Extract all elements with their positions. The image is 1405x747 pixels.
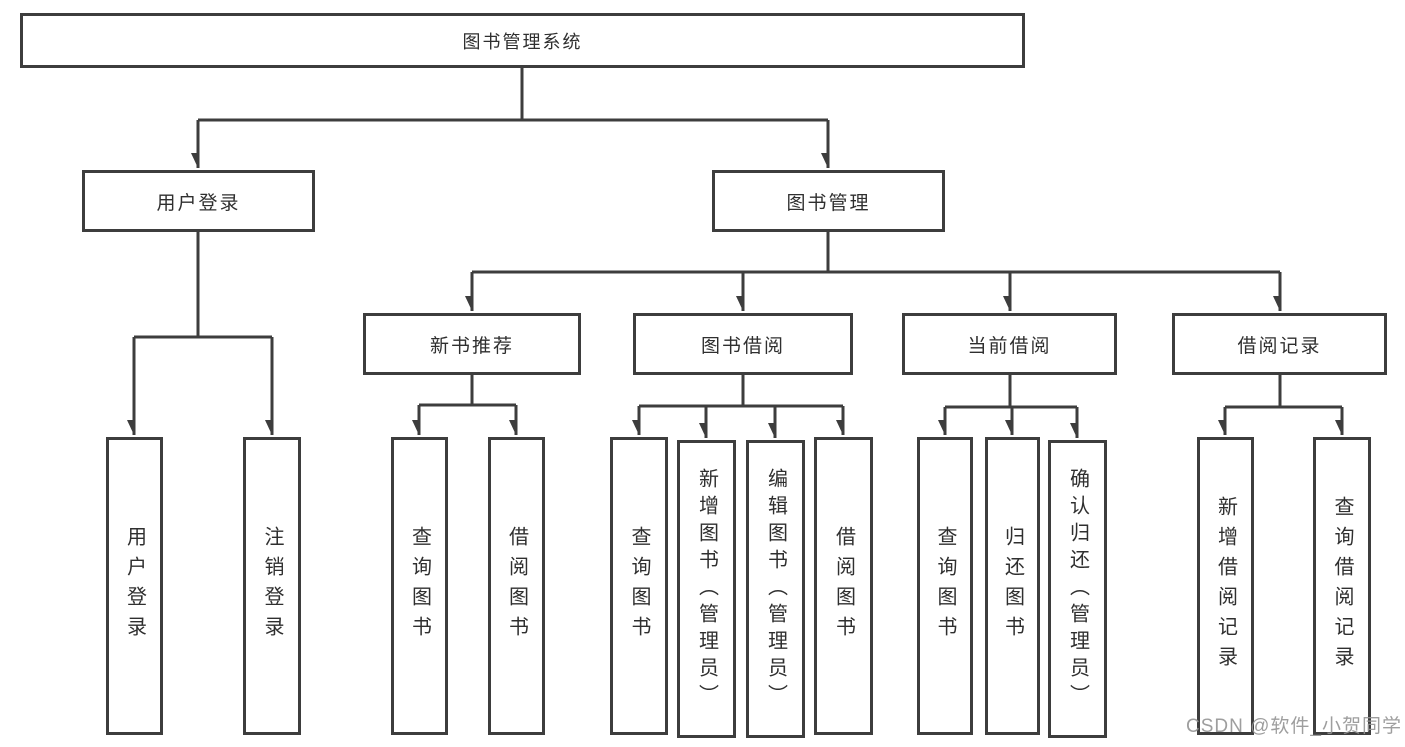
root-node-label: 图书管理系统 bbox=[462, 31, 583, 52]
leaf-user-login: 用户登录 bbox=[106, 437, 163, 735]
leaf-logout: 注销登录 bbox=[243, 437, 301, 735]
node-borrowing-records-label: 借阅记录 bbox=[1237, 335, 1322, 357]
node-current-borrowing-label: 当前借阅 bbox=[967, 335, 1052, 357]
node-new-book-recommend: 新书推荐 bbox=[363, 313, 581, 375]
leaf-add-books-admin: 新增图书（管理员） bbox=[677, 440, 736, 738]
root-node-library-system: 图书管理系统 bbox=[20, 13, 1025, 68]
connector-arrows bbox=[134, 120, 1344, 438]
leaf-query-books-borrowing: 查询图书 bbox=[610, 437, 668, 735]
leaf-borrow-books-recommend: 借阅图书 bbox=[488, 437, 545, 735]
leaf-borrow-books-borrowing: 借阅图书 bbox=[814, 437, 873, 735]
leaf-query-borrow-record: 查询借阅记录 bbox=[1313, 437, 1371, 735]
node-borrowing-records: 借阅记录 bbox=[1172, 313, 1387, 375]
node-current-borrowing: 当前借阅 bbox=[902, 313, 1117, 375]
node-user-login: 用户登录 bbox=[82, 170, 315, 232]
leaf-confirm-return-admin: 确认归还（管理员） bbox=[1048, 440, 1107, 738]
node-book-borrowing-label: 图书借阅 bbox=[700, 335, 785, 357]
leaf-edit-books-admin: 编辑图书（管理员） bbox=[746, 440, 805, 738]
node-new-book-recommend-label: 新书推荐 bbox=[429, 335, 514, 357]
leaf-return-books: 归还图书 bbox=[985, 437, 1040, 735]
node-book-management-label: 图书管理 bbox=[786, 192, 871, 214]
node-user-login-label: 用户登录 bbox=[156, 192, 241, 214]
leaf-query-books-current: 查询图书 bbox=[917, 437, 973, 735]
node-book-borrowing: 图书借阅 bbox=[633, 313, 853, 375]
csdn-watermark: CSDN @软件_小贺同学 bbox=[1186, 716, 1402, 737]
leaf-query-books-recommend: 查询图书 bbox=[391, 437, 448, 735]
leaf-add-borrow-record: 新增借阅记录 bbox=[1197, 437, 1254, 735]
node-book-management: 图书管理 bbox=[712, 170, 945, 232]
